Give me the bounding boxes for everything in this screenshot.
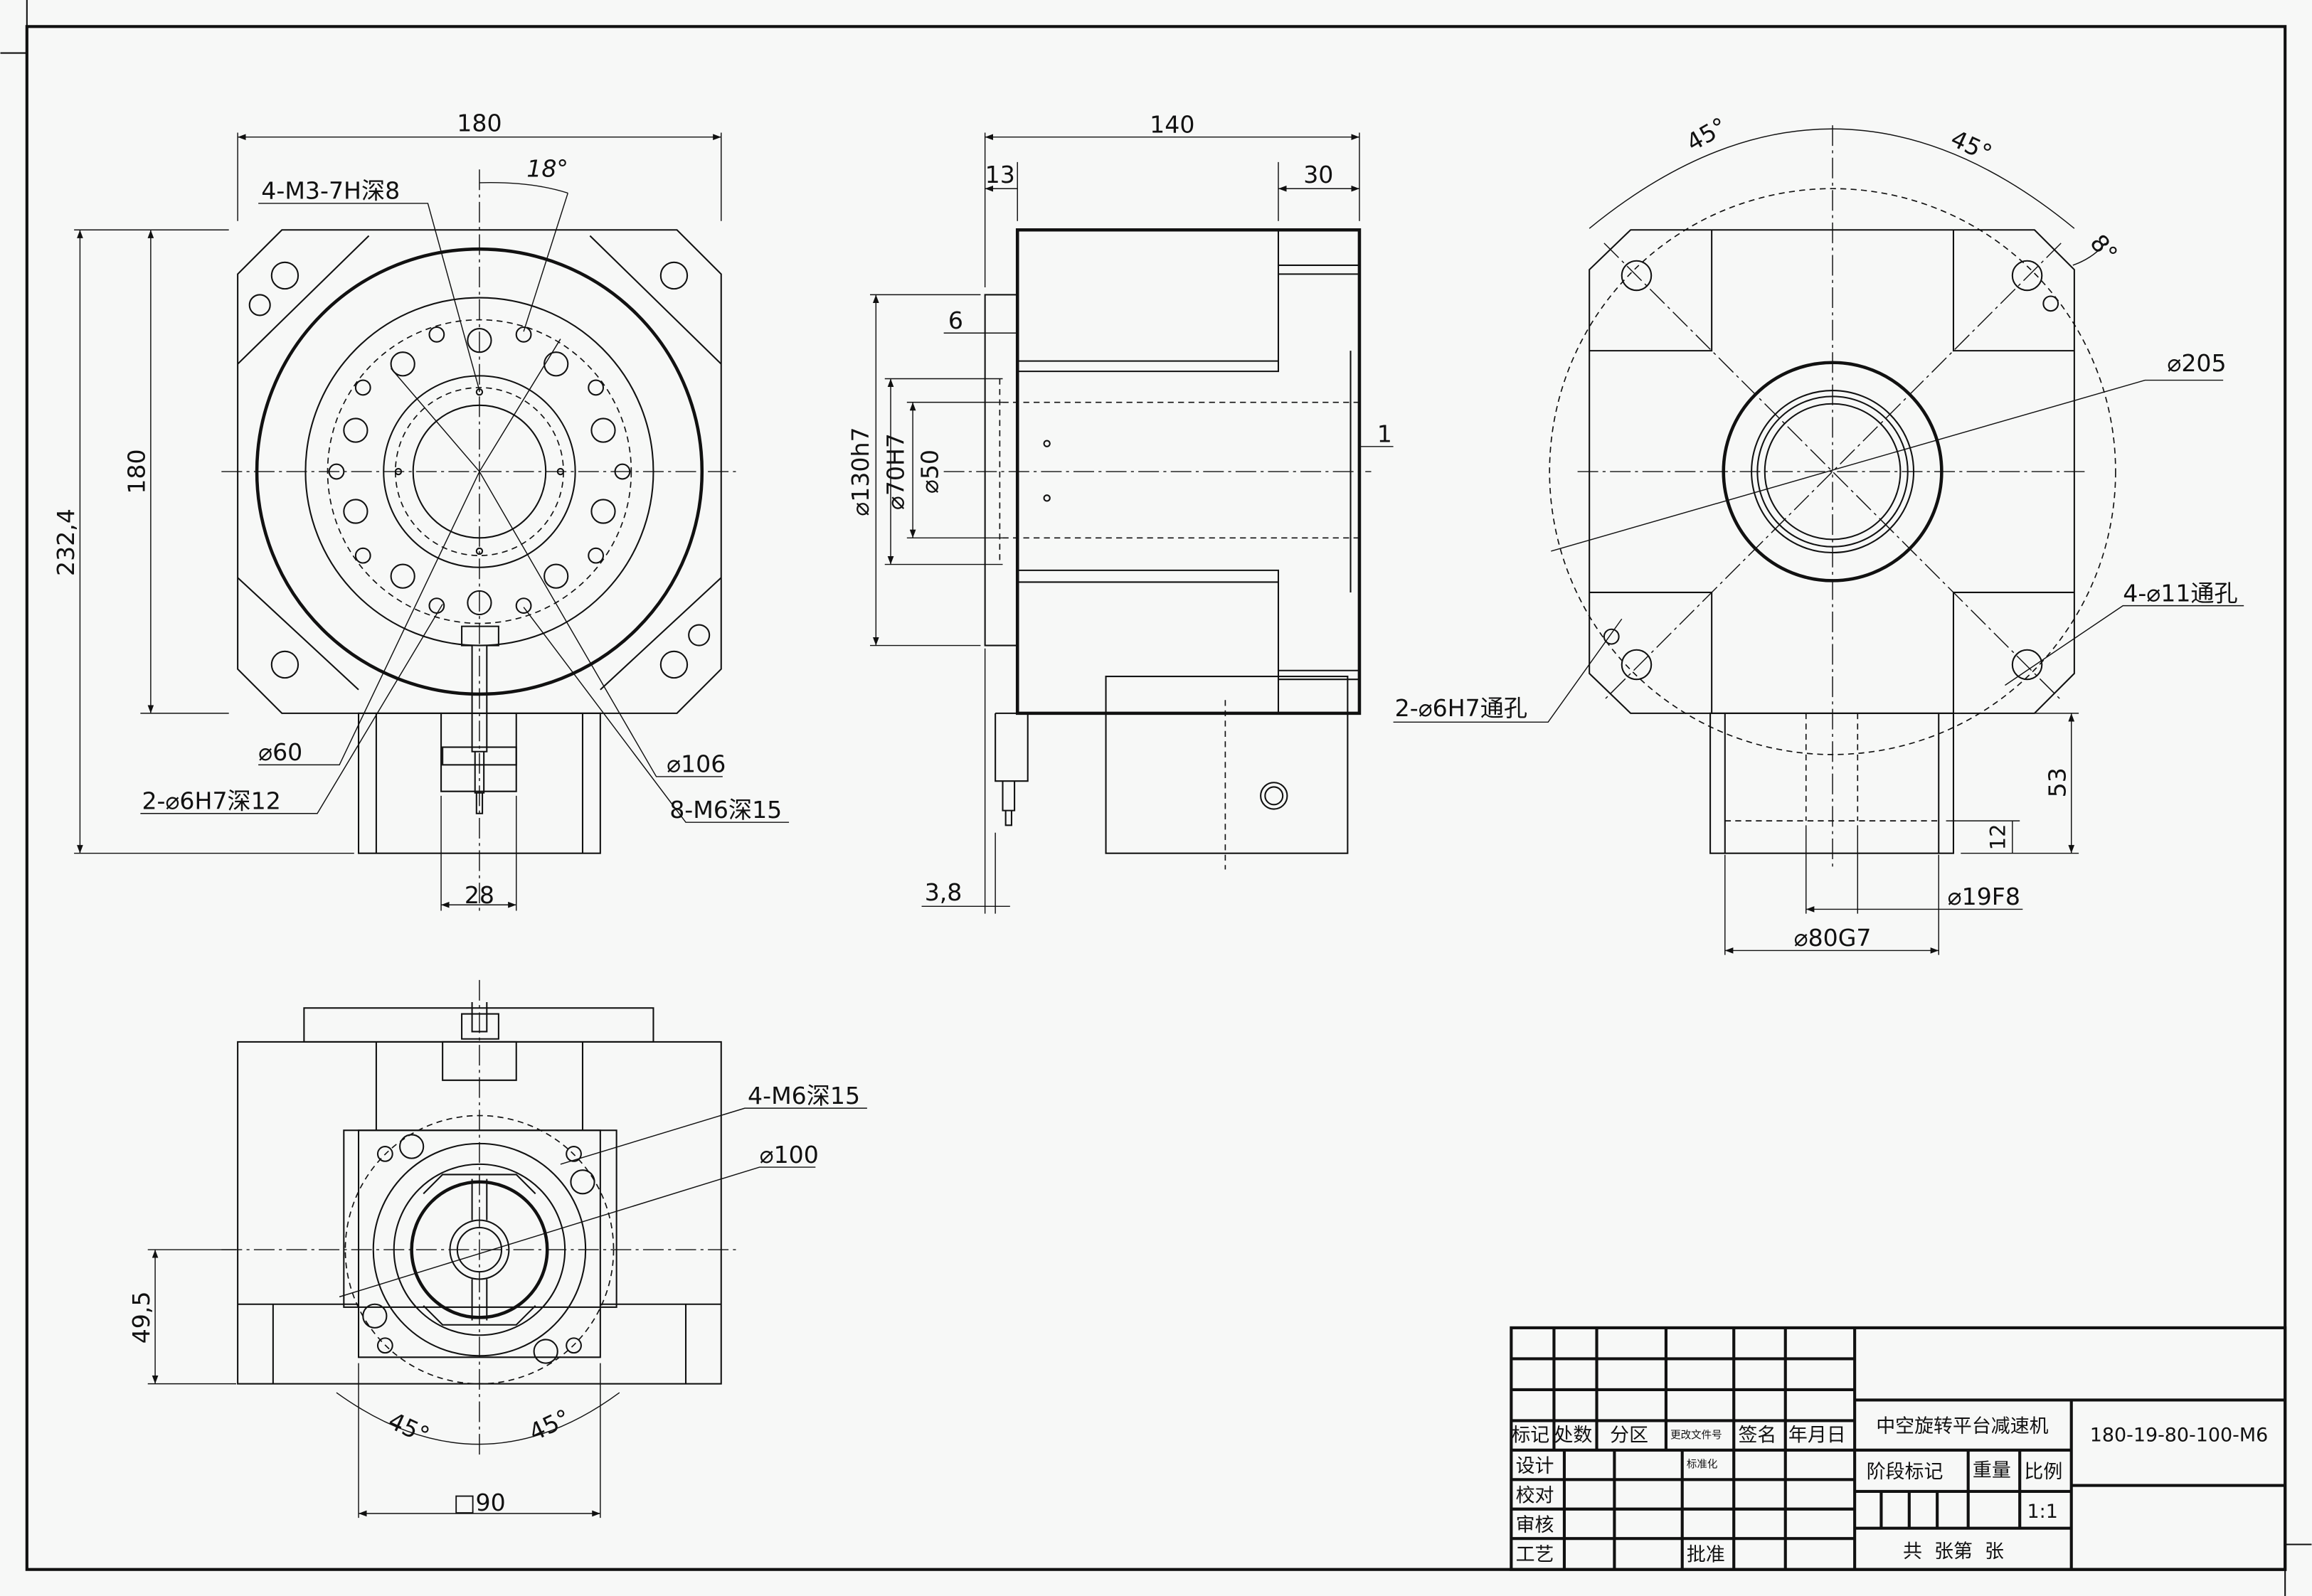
front-angle-dim: 18° [526,155,568,183]
right-pin-holes-note: 2-⌀6H7通孔 [1395,694,1527,722]
side-gap-dim: 1 [1377,420,1392,448]
side-flange-dim: 13 [985,161,1015,188]
right-pcd-dim: ⌀205 [2167,349,2226,377]
scale-value: 1:1 [2027,1501,2058,1523]
drawing-number: 180-19-80-100-M6 [2090,1424,2268,1446]
row-design: 设计 [1516,1455,1554,1477]
front-motor-width-dim: 28 [465,881,494,909]
front-view: 180 180 232,4 18° 4-M3-7H深8 ⌀60 2-⌀6H7深1… [52,109,790,914]
side-bore-fit-dim: ⌀70H7 [882,433,910,510]
bottom-pcd-dim: ⌀100 [760,1141,819,1169]
bottom-square-dim: □90 [453,1489,505,1516]
side-length-dim: 140 [1150,110,1194,138]
right-shaft-dim: ⌀19F8 [1948,883,2020,910]
approval-label: 批准 [1687,1543,1725,1565]
right-spigot-dim: 12 [1985,824,2010,850]
standardization-label: 标准化 [1687,1459,1718,1471]
bottom-thread-note: 4-M6深15 [748,1082,860,1110]
bottom-angle-right: 45° [525,1404,575,1447]
row-check: 校对 [1516,1484,1554,1506]
side-pilot-dim: ⌀130h7 [847,427,874,516]
right-view: 45° 45° 8° ⌀205 4-⌀11通孔 2-⌀6H7通孔 53 12 ⌀… [1393,112,2244,955]
sheet-count: 共 张第 张 [1903,1541,2004,1563]
bottom-view: 4-M6深15 ⌀100 49,5 45° 45° □90 [127,979,867,1518]
scale-label: 比例 [2024,1461,2062,1483]
front-overall-height-dim: 232,4 [52,509,80,576]
side-offset-dim: 3,8 [925,878,963,906]
title-block: 标记 处数 分区 更改文件号 签名 年月日 设计 校对 审核 工艺 标准化 批准… [1510,1326,2287,1571]
side-step-dim: 30 [1303,161,1333,188]
stage-mark-label: 阶段标记 [1867,1461,1944,1483]
bottom-offset-dim: 49,5 [127,1291,155,1344]
header-date: 年月日 [1788,1424,1846,1446]
front-thread-note: 4-M3-7H深8 [261,177,400,205]
bottom-angle-left: 45° [384,1407,434,1449]
right-angle-left: 45° [1682,112,1732,156]
header-zone: 分区 [1610,1424,1648,1446]
right-angle-small: 8° [2084,229,2123,267]
front-height-dim: 180 [123,449,151,494]
row-process: 工艺 [1516,1543,1554,1565]
right-spigot-dia-dim: ⌀80G7 [1794,924,1872,952]
header-signature: 签名 [1738,1424,1776,1446]
drawing-frame [25,25,2287,1571]
front-width-dim: 180 [457,109,502,137]
right-angle-right: 45° [1946,124,1996,167]
front-bore-dim: ⌀60 [258,738,302,766]
front-pcd-dim: ⌀106 [667,750,726,778]
header-change-doc: 更改文件号 [1670,1429,1722,1441]
front-pin-holes-note: 2-⌀6H7深12 [142,787,280,815]
header-mark: 标记 [1511,1424,1549,1446]
header-count: 处数 [1554,1424,1592,1446]
side-shoulder-dim: 6 [948,307,963,334]
side-bore-dim: ⌀50 [916,449,943,494]
right-through-holes-note: 4-⌀11通孔 [2123,579,2237,607]
front-mount-thread-note: 8-M6深15 [669,796,782,824]
product-name: 中空旋转平台减速机 [1876,1415,2048,1437]
row-review: 审核 [1516,1514,1554,1536]
weight-label: 重量 [1973,1459,2011,1481]
right-height-dim: 53 [2043,767,2071,797]
side-view: 140 13 30 6 ⌀130h7 ⌀70H7 ⌀50 1 3,8 [847,110,1394,914]
